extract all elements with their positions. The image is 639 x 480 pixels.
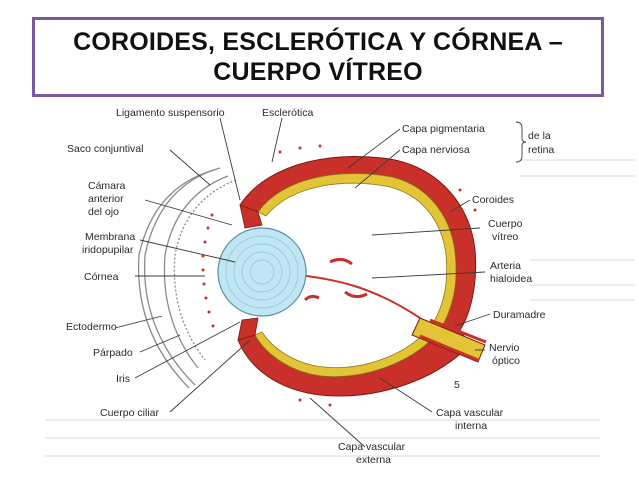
label-duramadre: Duramadre [493, 309, 546, 321]
label-capa-vascular-externa-2: externa [356, 454, 391, 466]
label-camara-3: del ojo [88, 206, 119, 218]
eyelid-arcs [137, 167, 237, 389]
label-saco-conjuntival: Saco conjuntival [67, 143, 143, 155]
label-membrana-1: Membrana [85, 231, 135, 243]
iris-ciliary [239, 204, 263, 229]
label-coroides: Coroides [472, 194, 514, 206]
label-retina: retina [528, 144, 554, 156]
label-capa-pigmentaria: Capa pigmentaria [402, 123, 485, 135]
page-number: 5 [454, 379, 460, 391]
label-ectodermo: Ectodermo [66, 321, 117, 333]
label-capa-vascular-interna-1: Capa vascular [436, 407, 504, 419]
label-camara-1: Cámara [88, 180, 126, 192]
lens [217, 227, 307, 317]
label-cuerpo-vitreo-2: vítreo [492, 231, 518, 243]
label-cornea: Córnea [84, 271, 119, 283]
label-arteria-2: hialoidea [490, 273, 532, 285]
label-esclerotica: Esclerótica [262, 107, 314, 119]
label-de-la: de la [528, 130, 551, 142]
label-nervio-2: óptico [492, 355, 520, 367]
label-ligamento-suspensorio: Ligamento suspensorio [116, 107, 225, 119]
background-text-lines [45, 159, 635, 457]
label-parpado: Párpado [93, 347, 133, 359]
label-arteria-1: Arteria [490, 260, 521, 272]
optic-nerve [411, 317, 486, 363]
label-camara-2: anterior [88, 193, 124, 205]
label-capa-vascular-externa-1: Capa vascular [338, 441, 406, 453]
cornea-dots [201, 144, 477, 407]
title-line-1: COROIDES, ESCLERÓTICA Y CÓRNEA – [73, 28, 563, 56]
label-nervio-1: Nervio [489, 342, 520, 354]
label-cuerpo-vitreo-1: Cuerpo [488, 218, 523, 230]
retina-bracket [515, 121, 527, 163]
label-cuerpo-ciliar: Cuerpo ciliar [100, 407, 159, 419]
title-box: COROIDES, ESCLERÓTICA Y CÓRNEA – CUERPO … [32, 17, 604, 97]
label-capa-nerviosa: Capa nerviosa [402, 144, 470, 156]
hyaloid-artery [299, 274, 421, 319]
label-capa-vascular-interna-2: interna [455, 420, 487, 432]
label-iris: Iris [116, 373, 130, 385]
label-membrana-2: iridopupilar [82, 244, 134, 256]
title-line-2: CUERPO VÍTREO [213, 58, 423, 86]
lens-rings [225, 235, 299, 309]
leader-lines [114, 117, 491, 448]
